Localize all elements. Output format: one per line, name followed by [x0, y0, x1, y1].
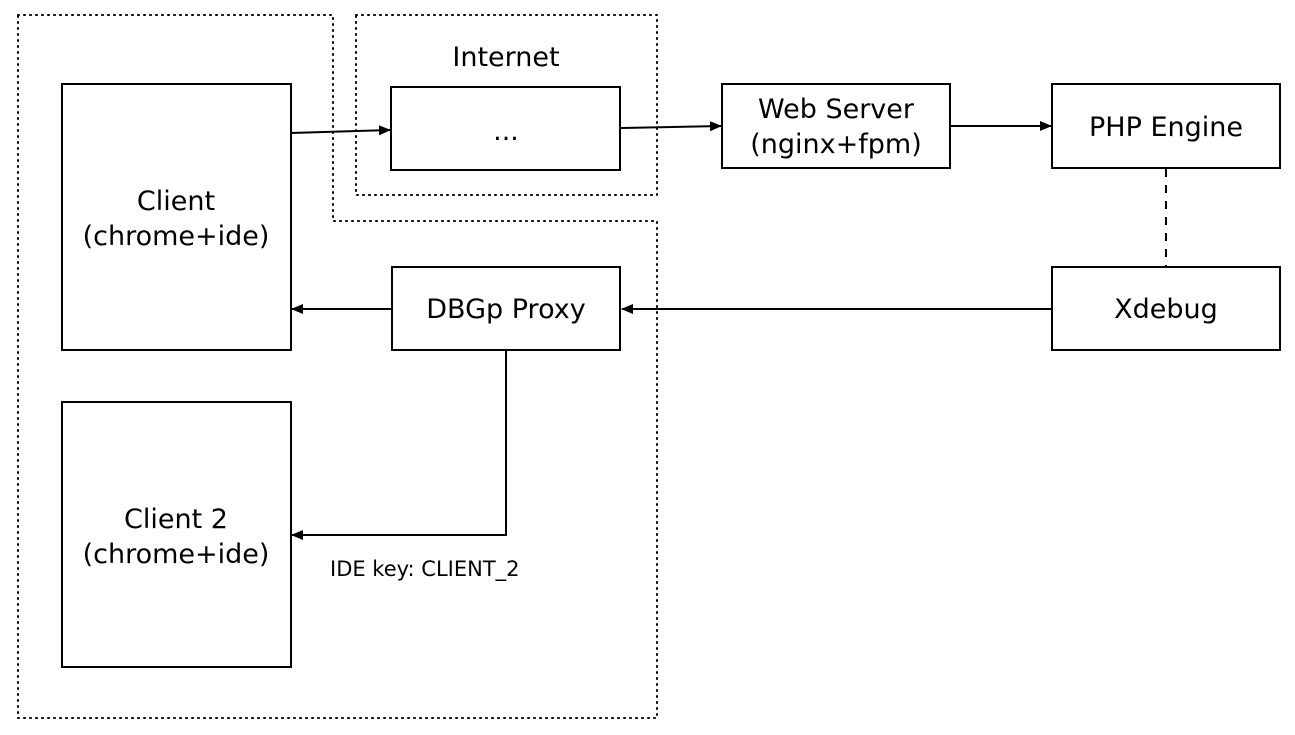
internet-group-boundary — [355, 14, 658, 196]
dbgp-proxy-node: DBGp Proxy — [391, 266, 621, 351]
internet-group-label: Internet — [452, 42, 559, 73]
client2-title: Client 2 — [124, 504, 228, 535]
internet-node-label: ... — [493, 116, 519, 147]
dbgp-proxy-label: DBGp Proxy — [426, 294, 585, 325]
edge-client-to-internet — [290, 125, 391, 136]
ide-key-label: IDE key: CLIENT_2 — [330, 557, 520, 582]
client-title: Client — [137, 186, 215, 217]
web-server-node: Web Server (nginx+fpm) — [721, 83, 951, 169]
internet-node: ... — [390, 86, 621, 171]
edge-proxy-to-client2 — [291, 351, 507, 540]
web-server-subtitle: (nginx+fpm) — [750, 129, 921, 160]
client2-subtitle: (chrome+ide) — [83, 539, 270, 570]
php-engine-label: PHP Engine — [1089, 112, 1243, 143]
client2-node: Client 2 (chrome+ide) — [61, 401, 292, 668]
edge-internet-to-webserver — [620, 121, 722, 132]
local-network-boundary — [17, 14, 658, 719]
xdebug-node: Xdebug — [1051, 266, 1281, 351]
client-node: Client (chrome+ide) — [61, 83, 292, 351]
php-engine-node: PHP Engine — [1051, 83, 1281, 169]
web-server-title: Web Server — [758, 94, 915, 125]
xdebug-label: Xdebug — [1114, 294, 1218, 325]
client-subtitle: (chrome+ide) — [83, 221, 270, 252]
